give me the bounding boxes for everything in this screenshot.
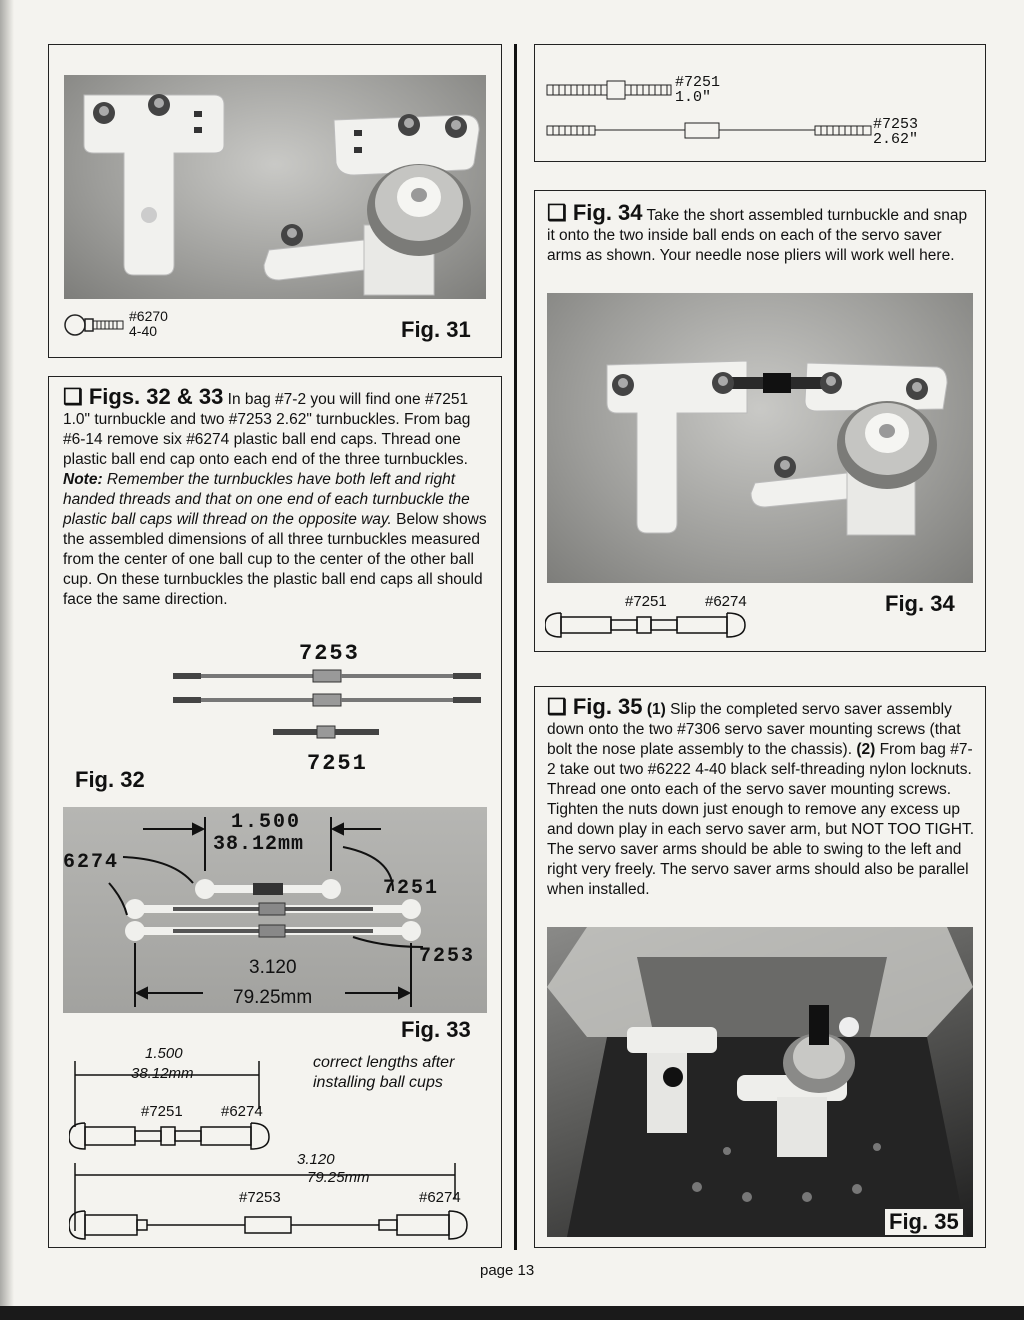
fig35-photo	[547, 927, 973, 1237]
note-text: Remember the turnbuckles have both left …	[63, 471, 470, 528]
fig31-label: Fig. 31	[401, 317, 471, 342]
correct-lengths-note: correct lengths after installing ball cu…	[313, 1054, 455, 1091]
turnbuckle-sizes-box: #7251 1.0" #7253 2.62"	[534, 44, 986, 162]
fig31-box: #6270 4-40 Fig. 31	[48, 44, 502, 358]
fig34-heading: ❑ Fig. 34	[547, 200, 643, 225]
fig33-annotated-turnbuckles-image	[108, 817, 424, 1007]
fig31-part-label: #6270 4-40	[129, 309, 168, 339]
turnbuckle-7251-number: #7251	[675, 74, 721, 91]
fig33-photo: 1.500 38.12mm 6274 7251 7253 3.120 79.25…	[63, 807, 487, 1013]
fig32-number-7253: 7253	[299, 641, 360, 666]
ball-end-6270-icon	[64, 314, 124, 336]
fig35-step2: (2)	[856, 741, 876, 758]
figs32-33-text-a: In bag #7-2 you will find one #7251 1.0"…	[63, 391, 471, 468]
fig34-part-7251: #7251	[625, 593, 667, 610]
fig31-part-number: #6270	[129, 308, 168, 324]
fig32-label: Fig. 32	[75, 767, 145, 792]
fig33-dim2-mm: 79.25mm	[233, 987, 313, 1008]
fig34-part-6274: #6274	[705, 593, 747, 610]
fig33-callout-6274: 6274	[63, 851, 120, 874]
fig31-part-size: 4-40	[129, 323, 158, 339]
fig33-label: Fig. 33	[401, 1017, 471, 1042]
figs32-33-paragraph: ❑ Figs. 32 & 33 In bag #7-2 you will fin…	[63, 384, 489, 610]
fig34-photo	[547, 293, 973, 583]
fig35-paragraph: ❑ Fig. 35 (1) Slip the completed servo s…	[547, 694, 975, 900]
long-length-mm: 79.25mm	[307, 1169, 370, 1186]
fig31-photo	[64, 75, 486, 299]
fig33-dim1-mm: 38.12mm	[213, 833, 305, 856]
assembled-servo-saver-image	[606, 360, 948, 536]
fig34-turnbuckle-drawing	[545, 612, 746, 638]
fig35-heading: ❑ Fig. 35	[547, 694, 643, 719]
fig34-box: ❑ Fig. 34 Take the short assembled turnb…	[534, 190, 986, 652]
fig33-dim1-in: 1.500	[231, 811, 302, 834]
long-length-in: 3.120	[297, 1151, 335, 1168]
servo-saver-parts-image	[83, 94, 480, 296]
installed-servo-saver-image	[547, 927, 973, 1237]
turnbuckle-7251-size: 1.0"	[675, 89, 712, 106]
short-length-mm: 38.12mm	[131, 1065, 194, 1082]
fig34-text: Take the short assembled turnbuckle and …	[547, 207, 968, 264]
turnbuckle-7253-drawing	[546, 122, 872, 139]
binding-spine	[0, 0, 14, 1320]
fig34-paragraph: ❑ Fig. 34 Take the short assembled turnb…	[547, 200, 975, 266]
figs32-33-heading: ❑ Figs. 32 & 33	[63, 384, 224, 409]
fig35-step1: (1)	[646, 701, 666, 718]
correct-lengths-drawing	[69, 1061, 468, 1240]
short-length-in: 1.500	[145, 1045, 183, 1062]
long-cap-number: #6274	[419, 1189, 461, 1206]
figs32-33-text-b: Below shows the assembled dimensions of …	[63, 511, 487, 608]
column-divider	[514, 44, 517, 1250]
turnbuckle-7251-drawing	[546, 80, 672, 100]
figs32-33-box: ❑ Figs. 32 & 33 In bag #7-2 you will fin…	[48, 376, 502, 1248]
fig33-callout-7253: 7253	[419, 945, 476, 968]
turnbuckle-7251-label: #7251 1.0"	[675, 75, 720, 105]
fig33-callout-7251: 7251	[383, 877, 440, 900]
page-number: page 13	[480, 1262, 535, 1279]
short-part-number: #7251	[141, 1103, 183, 1120]
fig35-box: ❑ Fig. 35 (1) Slip the completed servo s…	[534, 686, 986, 1248]
fig32-turnbuckles-drawing	[173, 669, 481, 739]
fig35-label: Fig. 35	[885, 1209, 963, 1235]
fig35-text1: Slip the completed servo saver assembly …	[547, 701, 961, 758]
fig32-number-7251: 7251	[307, 751, 368, 776]
short-cap-number: #6274	[221, 1103, 263, 1120]
fig34-label: Fig. 34	[885, 591, 955, 616]
scan-bottom-edge	[0, 1306, 1024, 1320]
note-label: Note:	[63, 471, 103, 488]
long-part-number: #7253	[239, 1189, 281, 1206]
turnbuckle-7253-label: #7253 2.62"	[873, 117, 918, 147]
turnbuckle-7253-number: #7253	[873, 116, 919, 133]
turnbuckle-7253-size: 2.62"	[873, 131, 919, 148]
fig33-dim2-in: 3.120	[249, 957, 297, 978]
fig35-text2: From bag #7-2 take out two #6222 4-40 bl…	[547, 741, 975, 898]
